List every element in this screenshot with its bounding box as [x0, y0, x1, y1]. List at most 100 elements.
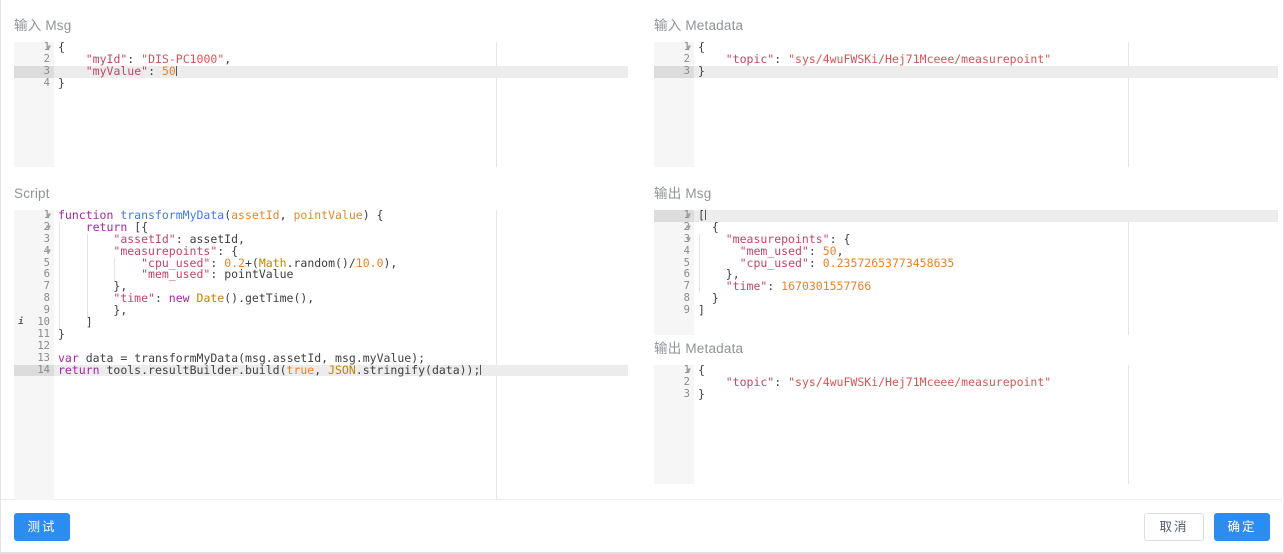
confirm-button[interactable]: 确定: [1214, 513, 1270, 541]
code-line[interactable]: 6 },: [654, 269, 1278, 282]
code-line[interactable]: 4 "mem_used": 50,: [654, 245, 1278, 258]
indent-guide: [699, 257, 700, 270]
code-line[interactable]: 2 "myId": "DIS-PC1000",: [14, 51, 628, 66]
line-number: 8: [683, 292, 690, 305]
code-line[interactable]: 1▼{: [654, 42, 1278, 54]
code-text: "time": 1670301557766: [725, 279, 872, 294]
output-msg-editor[interactable]: 1▼[2▼ {3▼ "measurepoints": {4 "mem_used"…: [654, 210, 1278, 335]
code-text: "mem_used": pointValue: [141, 267, 294, 282]
code-line[interactable]: 2▼ {: [654, 219, 1278, 234]
code-line[interactable]: 3}: [654, 65, 1278, 78]
code-text: "topic": "sys/4wuFWSKi/Hej71Mceee/measur…: [725, 374, 1052, 389]
input-metadata-editor[interactable]: 1▼{2 "topic": "sys/4wuFWSKi/Hej71Mceee/m…: [654, 42, 1278, 167]
fold-toggle-icon[interactable]: ▼: [686, 234, 691, 244]
info-marker-icon[interactable]: i: [18, 317, 24, 328]
print-margin-ruler: [1128, 42, 1129, 167]
code-line[interactable]: 5 "cpu_used": 0.23572653773458635: [654, 255, 1278, 270]
code-line[interactable]: 2 "topic": "sys/4wuFWSKi/Hej71Mceee/meas…: [654, 374, 1278, 389]
code-text: var data = transformMyData(msg.assetId, …: [58, 350, 426, 365]
line-number: 2: [683, 52, 690, 65]
code-text: "measurepoints": {: [113, 243, 239, 258]
indent-guide: [86, 245, 88, 258]
fold-toggle-icon[interactable]: ▼: [46, 222, 51, 232]
panel-output-msg: 输出 Msg 1▼[2▼ {3▼ "measurepoints": {4 "me…: [641, 186, 1284, 335]
code-line[interactable]: 3 "myValue": 50: [14, 65, 628, 78]
indent-guide: [59, 257, 60, 270]
test-button[interactable]: 测试: [14, 513, 70, 541]
code-line[interactable]: 8 "time": new Date().getTime(),: [14, 292, 628, 306]
code-text: return tools.resultBuilder.build(true, J…: [58, 362, 482, 377]
code-text: "topic": "sys/4wuFWSKi/Hej71Mceee/measur…: [725, 51, 1052, 66]
fold-toggle-icon[interactable]: ▼: [686, 211, 691, 220]
text-caret: [704, 210, 706, 220]
print-margin-ruler: [496, 210, 497, 500]
code-line[interactable]: 4▼ "measurepoints": {: [14, 243, 628, 258]
panel-label-input-metadata: 输入 Metadata: [654, 18, 744, 33]
code-text: {: [711, 219, 719, 234]
code-line[interactable]: 2▼ return [{: [14, 221, 628, 234]
panel-output-metadata: 输出 Metadata 1▼{2 "topic": "sys/4wuFWSKi/…: [641, 341, 1284, 484]
fold-toggle-icon[interactable]: ▼: [686, 43, 691, 52]
code-line[interactable]: 9 },: [14, 304, 628, 318]
indent-guide: [86, 305, 88, 318]
gutter: [654, 42, 694, 167]
cancel-button[interactable]: 取消: [1144, 513, 1204, 541]
fold-toggle-icon[interactable]: ▼: [686, 222, 691, 232]
fold-toggle-icon[interactable]: ▼: [686, 366, 691, 375]
fold-toggle-icon[interactable]: ▼: [46, 211, 51, 220]
code-line[interactable]: 3 "assetId": assetId,: [14, 233, 628, 246]
line-number: 2: [43, 52, 50, 65]
code-text: }: [58, 326, 65, 341]
fold-toggle-icon[interactable]: ▼: [46, 246, 51, 256]
code-line[interactable]: 5 "cpu_used": 0.2+(Math.random()/10.0),: [14, 256, 628, 270]
line-number: 12: [37, 339, 50, 352]
panel-label-script: Script: [14, 186, 50, 201]
code-rows: 1▼{2 "topic": "sys/4wuFWSKi/Hej71Mceee/m…: [654, 365, 1278, 401]
print-margin-ruler: [1128, 210, 1129, 335]
code-line[interactable]: 7 },: [14, 280, 628, 294]
code-text: "cpu_used": 0.23572653773458635: [739, 255, 955, 270]
line-number: 1: [43, 210, 50, 221]
line-number: 10: [37, 316, 50, 329]
indent-guide: [86, 269, 88, 282]
code-line[interactable]: 1▼{: [14, 42, 628, 54]
line-number: 3: [683, 387, 690, 400]
dialog-footer: 测试 取消 确定: [1, 499, 1283, 554]
panel-input-metadata: 输入 Metadata 1▼{2 "topic": "sys/4wuFWSKi/…: [641, 18, 1284, 167]
code-line[interactable]: 12: [14, 339, 628, 353]
code-line[interactable]: 2 "topic": "sys/4wuFWSKi/Hej71Mceee/meas…: [654, 51, 1278, 66]
code-text: }: [711, 291, 719, 306]
indent-guide: [86, 233, 88, 246]
dialog-bottom-edge: [1, 552, 1283, 554]
code-text: {: [58, 42, 65, 54]
code-line[interactable]: 9]: [654, 304, 1278, 317]
output-metadata-editor[interactable]: 1▼{2 "topic": "sys/4wuFWSKi/Hej71Mceee/m…: [654, 365, 1278, 484]
code-line[interactable]: 3▼ "measurepoints": {: [654, 233, 1278, 246]
line-number: 5: [43, 256, 50, 269]
line-number: 3: [654, 65, 694, 78]
code-line[interactable]: 3}: [654, 387, 1278, 401]
input-msg-editor[interactable]: 1▼{2 "myId": "DIS-PC1000",3 "myValue": 5…: [14, 42, 628, 167]
indent-guide: [59, 269, 60, 282]
code-line[interactable]: 11}: [14, 326, 628, 341]
code-line[interactable]: 1▼{: [654, 365, 1278, 377]
code-line[interactable]: 8 }: [654, 291, 1278, 306]
code-line[interactable]: 6 "mem_used": pointValue: [14, 267, 628, 282]
indent-guide: [59, 233, 60, 246]
code-line[interactable]: 4}: [14, 76, 628, 90]
code-line[interactable]: 1▼[: [654, 210, 1278, 222]
indent-guide: [59, 293, 60, 306]
script-editor[interactable]: 1▼function transformMyData(assetId, poin…: [14, 210, 628, 500]
text-caret: [480, 364, 482, 375]
code-line[interactable]: 7 "time": 1670301557766: [654, 279, 1278, 294]
line-number: 7: [43, 280, 50, 293]
code-text: "myId": "DIS-PC1000",: [85, 51, 232, 66]
line-number: 4: [43, 76, 50, 89]
fold-toggle-icon[interactable]: ▼: [46, 43, 51, 52]
line-number: 2: [683, 220, 690, 233]
code-line[interactable]: 1▼function transformMyData(assetId, poin…: [14, 210, 628, 222]
